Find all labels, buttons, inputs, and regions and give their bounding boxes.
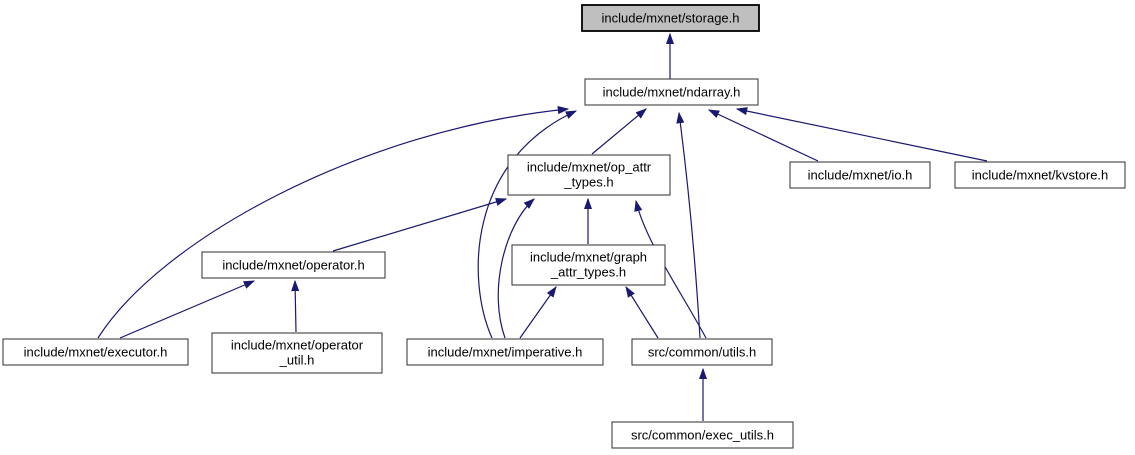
edge-utils-to-graph_attr: [625, 285, 659, 339]
node-label-kvstore: include/mxnet/kvstore.h: [972, 168, 1109, 183]
node-label-graph_attr: include/mxnet/graph_attr_types.h: [530, 250, 647, 280]
node-box-ndarray: [584, 78, 759, 106]
node-label-exec_utils: src/common/exec_utils.h: [631, 428, 774, 443]
node-label-imperative: include/mxnet/imperative.h: [428, 345, 583, 360]
node-box-executor: [2, 338, 189, 366]
node-label-io: include/mxnet/io.h: [808, 168, 913, 183]
node-label-op_attr: include/mxnet/op_attr_types.h: [527, 160, 652, 190]
node-box-storage: [581, 4, 760, 32]
edge-op_attr-to-ndarray: [591, 108, 647, 155]
edge-kvstore-to-ndarray: [735, 107, 988, 162]
edge-operator_util-to-operator: [291, 279, 300, 333]
node-exec_utils[interactable]: src/common/exec_utils.h: [611, 421, 794, 449]
node-box-op_attr: [507, 154, 671, 196]
node-box-imperative: [406, 338, 604, 366]
node-box-operator_util: [211, 332, 383, 374]
edge-executor-to-ndarray: [97, 105, 570, 339]
node-box-operator: [201, 251, 386, 279]
node-box-utils: [631, 338, 773, 366]
edge-imperative-to-ndarray: [477, 110, 578, 339]
edge-executor-to-operator: [119, 280, 256, 339]
node-label-storage: include/mxnet/storage.h: [601, 11, 739, 26]
node-label-utils: src/common/utils.h: [648, 345, 756, 360]
edge-utils-to-ndarray: [676, 111, 701, 339]
node-io[interactable]: include/mxnet/io.h: [789, 161, 931, 189]
node-executor[interactable]: include/mxnet/executor.h: [2, 338, 189, 366]
node-kvstore[interactable]: include/mxnet/kvstore.h: [954, 161, 1126, 189]
edge-imperative-to-graph_attr: [519, 286, 557, 339]
node-storage[interactable]: include/mxnet/storage.h: [581, 4, 760, 32]
node-operator[interactable]: include/mxnet/operator.h: [201, 251, 386, 279]
node-box-exec_utils: [611, 421, 794, 449]
node-graph_attr[interactable]: include/mxnet/graph_attr_types.h: [511, 244, 666, 286]
node-label-ndarray: include/mxnet/ndarray.h: [603, 85, 741, 100]
edge-io-to-ndarray: [707, 109, 819, 162]
node-op_attr[interactable]: include/mxnet/op_attr_types.h: [507, 154, 671, 196]
node-utils[interactable]: src/common/utils.h: [631, 338, 773, 366]
node-ndarray[interactable]: include/mxnet/ndarray.h: [584, 78, 759, 106]
node-box-kvstore: [954, 161, 1126, 189]
node-label-operator_util: include/mxnet/operator_util.h: [231, 338, 364, 368]
node-box-graph_attr: [511, 244, 666, 286]
node-label-operator: include/mxnet/operator.h: [222, 258, 364, 273]
node-imperative[interactable]: include/mxnet/imperative.h: [406, 338, 604, 366]
node-box-io: [789, 161, 931, 189]
node-operator_util[interactable]: include/mxnet/operator_util.h: [211, 332, 383, 374]
edge-imperative-to-op_attr: [497, 198, 535, 339]
node-label-executor: include/mxnet/executor.h: [24, 345, 168, 360]
edge-operator-to-op_attr: [332, 198, 508, 252]
